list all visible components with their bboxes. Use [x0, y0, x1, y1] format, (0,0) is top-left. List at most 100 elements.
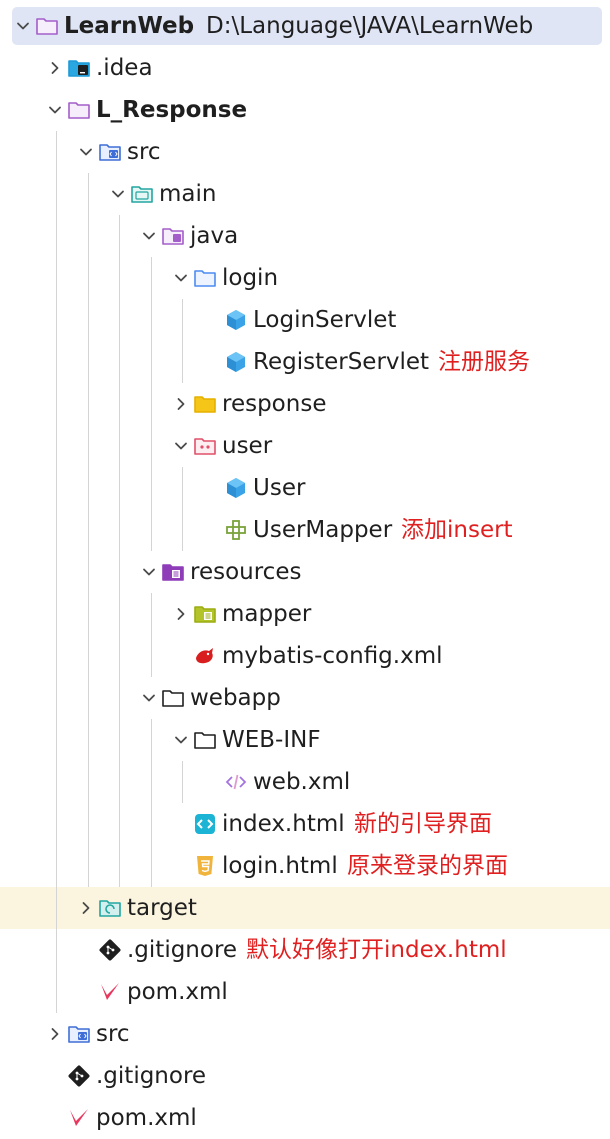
tree-row-resources[interactable]: resources [0, 551, 610, 593]
chevron-down-icon[interactable] [139, 215, 159, 257]
chevron-down-icon[interactable] [171, 425, 191, 467]
chevron-down-icon[interactable] [108, 173, 128, 215]
tree-item-label: L_Response [96, 97, 248, 123]
chevron-down-icon[interactable] [171, 719, 191, 761]
indent-guide [151, 845, 152, 887]
tree-item-label: pom.xml [96, 1105, 197, 1131]
chevron-down-icon[interactable] [76, 131, 96, 173]
chevron-down-icon[interactable] [139, 551, 159, 593]
chevron-right-icon[interactable] [171, 383, 191, 425]
chevron-right-icon[interactable] [45, 1013, 65, 1055]
tree-row-gitignore-root[interactable]: .gitignore [0, 1055, 610, 1097]
indent-guide [151, 341, 152, 383]
mapper-interface-icon [224, 518, 248, 542]
tree-item-label: index.html [222, 811, 345, 837]
chevron-down-icon[interactable] [139, 677, 159, 719]
indent-guide [88, 593, 89, 635]
tree-item-label: response [222, 391, 327, 417]
resources-folder-icon [161, 560, 185, 584]
java-folder-icon [161, 224, 185, 248]
tree-row-pom-inner[interactable]: pom.xml [0, 971, 610, 1013]
tree-row-idea[interactable]: .idea [0, 47, 610, 89]
indent-guide [56, 131, 57, 173]
xml-file-icon [224, 770, 248, 794]
tree-row-main[interactable]: main [0, 173, 610, 215]
indent-guide [119, 551, 120, 593]
indent-guide [119, 299, 120, 341]
indent-guide [88, 467, 89, 509]
chevron-right-icon[interactable] [76, 887, 96, 929]
indent-guide [88, 257, 89, 299]
tree-row-loginservlet[interactable]: LoginServlet [0, 299, 610, 341]
tree-item-label: main [159, 181, 217, 207]
tree-item-label: WEB-INF [222, 727, 321, 753]
java-class-icon [224, 476, 248, 500]
tree-item-label: resources [190, 559, 302, 585]
tree-item-label: user [222, 433, 273, 459]
tree-row-mapper[interactable]: mapper [0, 593, 610, 635]
indent-guide [88, 635, 89, 677]
target-folder-icon [98, 896, 122, 920]
indent-guide [151, 719, 152, 761]
tree-row-response[interactable]: response [0, 383, 610, 425]
chevron-down-icon[interactable] [171, 257, 191, 299]
tree-item-label: src [96, 1021, 130, 1047]
tree-row-pom-root[interactable]: pom.xml [0, 1097, 610, 1139]
yellow-folder-icon [193, 392, 217, 416]
chevron-right-icon[interactable] [45, 47, 65, 89]
tree-item-label: webapp [190, 685, 281, 711]
tree-item-label: mybatis-config.xml [222, 643, 443, 669]
html-preview-icon [193, 812, 217, 836]
indent-guide [182, 467, 183, 509]
tree-row-java[interactable]: java [0, 215, 610, 257]
tree-row-web-inf[interactable]: WEB-INF [0, 719, 610, 761]
indent-guide [182, 341, 183, 383]
tree-item-label: login [222, 265, 279, 291]
tree-row-mybatis-config[interactable]: mybatis-config.xml [0, 635, 610, 677]
indent-guide [88, 173, 89, 215]
tree-row-user-class[interactable]: User [0, 467, 610, 509]
indent-guide [119, 383, 120, 425]
indent-guide [56, 173, 57, 215]
tree-row-login[interactable]: login [0, 257, 610, 299]
tree-row-l-response[interactable]: L_Response [0, 89, 610, 131]
tree-row-src-root[interactable]: src [0, 1013, 610, 1055]
indent-guide [119, 761, 120, 803]
indent-guide [119, 803, 120, 845]
tree-item-label: login.html [222, 853, 338, 879]
idea-folder-icon [67, 56, 91, 80]
tree-row-src[interactable]: src [0, 131, 610, 173]
tree-row-web-xml[interactable]: web.xml [0, 761, 610, 803]
indent-guide [56, 425, 57, 467]
indent-guide [88, 761, 89, 803]
package-folder-icon [193, 266, 217, 290]
indent-guide [151, 803, 152, 845]
indent-guide [56, 257, 57, 299]
indent-guide [151, 257, 152, 299]
tree-row-user[interactable]: user [0, 425, 610, 467]
indent-guide [88, 719, 89, 761]
indent-guide [151, 635, 152, 677]
indent-guide [56, 299, 57, 341]
indent-guide [151, 425, 152, 467]
chevron-down-icon[interactable] [13, 5, 33, 47]
tree-row-webapp[interactable]: webapp [0, 677, 610, 719]
indent-guide [56, 761, 57, 803]
tree-item-label: LearnWeb [64, 13, 195, 39]
tree-item-label: LoginServlet [253, 307, 397, 333]
maven-icon [98, 980, 122, 1004]
indent-guide [56, 887, 57, 929]
tree-item-label: RegisterServlet [253, 349, 430, 375]
chevron-right-icon[interactable] [171, 593, 191, 635]
indent-guide [88, 215, 89, 257]
tree-item-label: mapper [222, 601, 312, 627]
tree-row-target[interactable]: target [0, 887, 610, 929]
chevron-down-icon[interactable] [45, 89, 65, 131]
main-folder-icon [130, 182, 154, 206]
